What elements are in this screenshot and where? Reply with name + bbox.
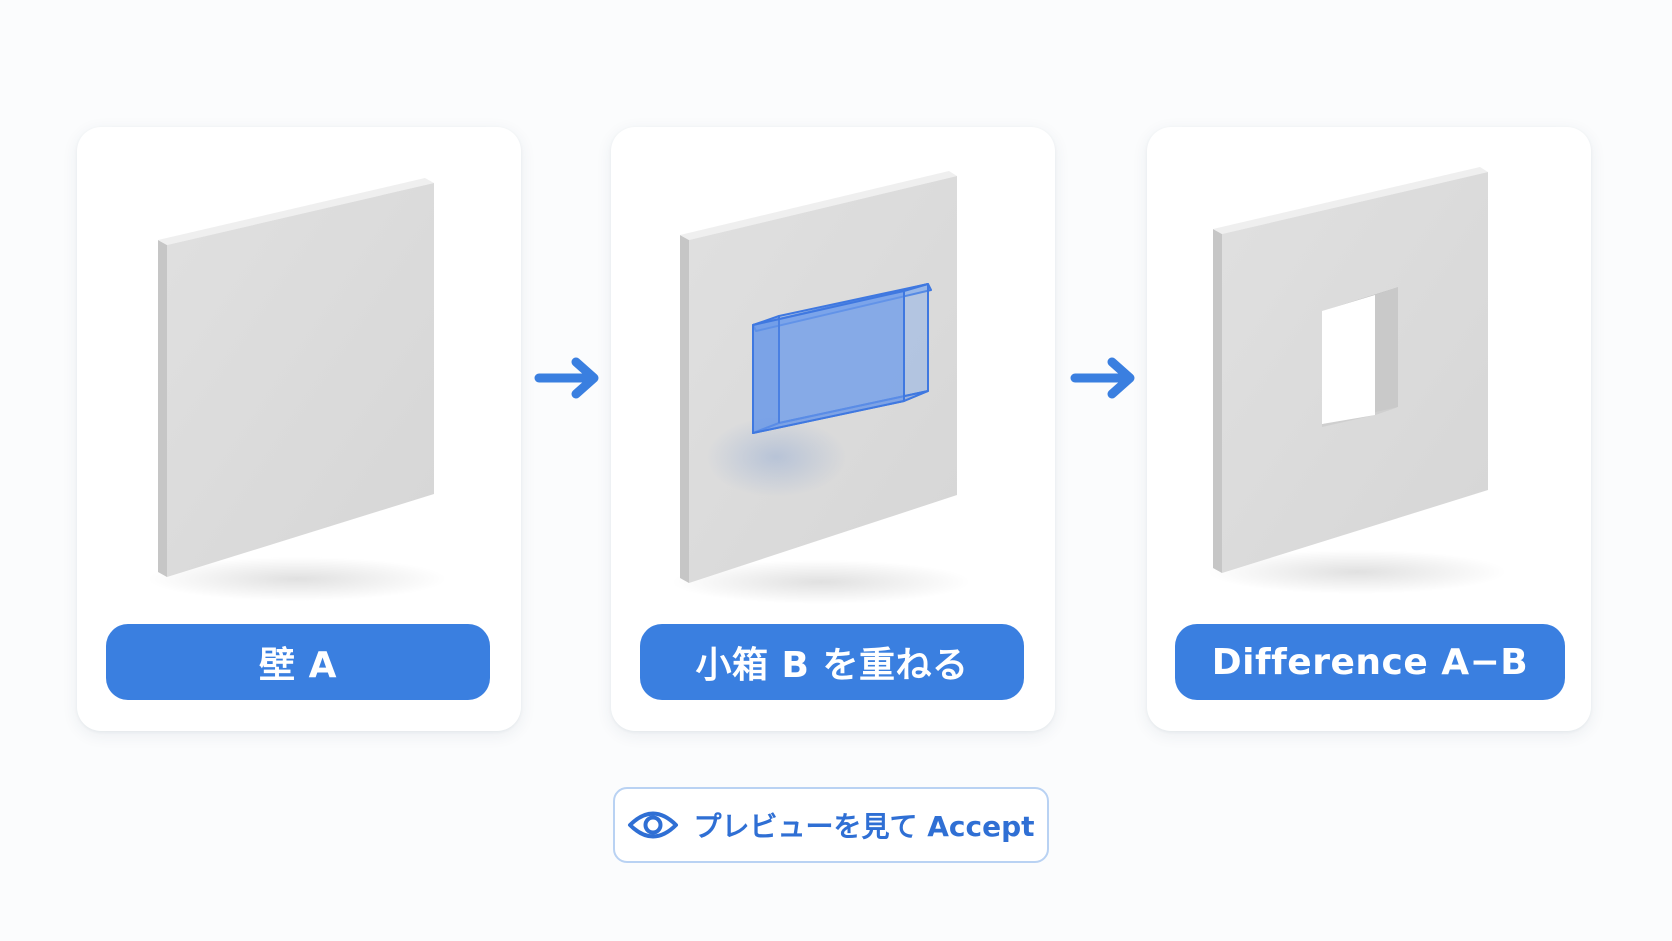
step-card-difference: Difference A−B (1147, 127, 1591, 731)
wall-with-hole-illustration (1207, 167, 1507, 594)
wall-with-box-illustration (671, 171, 971, 604)
preview-accept-label: プレビューを見て Accept (693, 810, 1035, 843)
preview-accept-button[interactable]: プレビューを見て Accept (613, 787, 1049, 863)
step-label: 小箱 B を重ねる (640, 624, 1024, 700)
step-label: 壁 A (106, 624, 490, 700)
solid-wall-illustration (147, 178, 447, 601)
arrow-right-icon (534, 357, 599, 399)
box-b-overlay (752, 283, 932, 434)
step-card-overlap-box-b: 小箱 B を重ねる (611, 127, 1055, 731)
eye-icon (628, 811, 679, 839)
step-card-wall-a: 壁 A (77, 127, 521, 731)
arrow-right-icon (1070, 357, 1135, 399)
step-label: Difference A−B (1175, 624, 1565, 700)
